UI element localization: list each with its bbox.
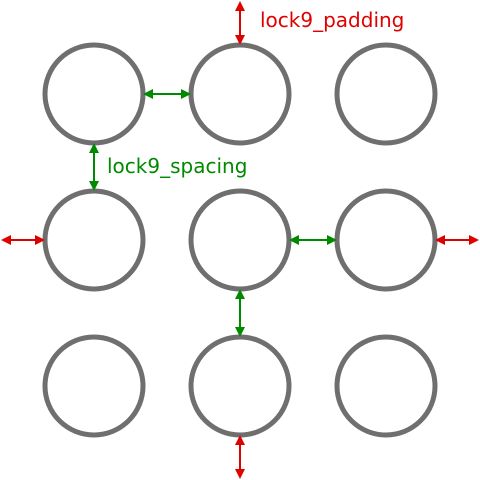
lock-circle-2-1 xyxy=(42,188,146,292)
spacing-arrows xyxy=(89,89,337,337)
lock-circle-1-3 xyxy=(334,42,438,146)
padding-label: lock9_padding xyxy=(260,8,405,32)
lock-circle-2-3 xyxy=(334,188,438,292)
lock-circle-1-2 xyxy=(188,42,292,146)
lock-circle-3-3 xyxy=(334,334,438,438)
spacing-label: lock9_spacing xyxy=(107,154,248,178)
lock-circle-3-2 xyxy=(188,334,292,438)
lock-circle-2-2 xyxy=(188,188,292,292)
lock-circle-3-1 xyxy=(42,334,146,438)
lock-circles xyxy=(42,42,438,438)
lock-circle-1-1 xyxy=(42,42,146,146)
